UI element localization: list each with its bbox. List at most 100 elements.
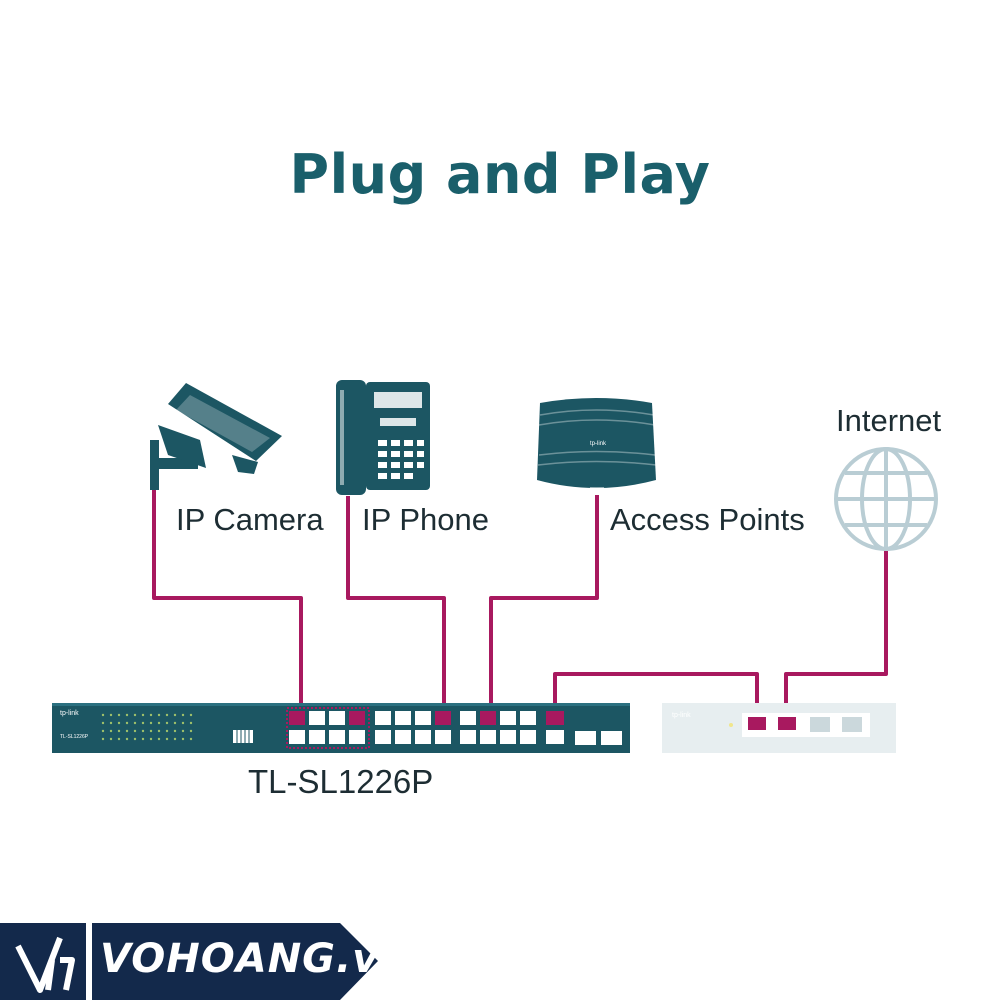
status-led bbox=[181, 729, 185, 733]
globe-icon bbox=[834, 447, 938, 551]
ip-phone-label: IP Phone bbox=[362, 502, 489, 537]
status-led bbox=[141, 729, 145, 733]
switch-port bbox=[415, 730, 431, 744]
status-led bbox=[101, 713, 105, 717]
status-led bbox=[173, 737, 177, 741]
status-led bbox=[101, 737, 105, 741]
status-led bbox=[117, 729, 121, 733]
poe-port-highlight bbox=[286, 707, 370, 749]
status-led bbox=[157, 721, 161, 725]
switch-port bbox=[480, 711, 496, 725]
status-led bbox=[149, 737, 153, 741]
watermark-text: VOHOANG.vn bbox=[100, 936, 409, 982]
status-leds bbox=[101, 713, 193, 741]
status-led bbox=[117, 721, 121, 725]
status-led bbox=[133, 737, 137, 741]
status-led bbox=[109, 721, 113, 725]
status-led bbox=[181, 737, 185, 741]
switch-port bbox=[435, 711, 451, 725]
cable-access-point bbox=[489, 495, 599, 717]
status-led bbox=[149, 721, 153, 725]
switch-port bbox=[435, 730, 451, 744]
ceiling-access-point-icon: tp-link bbox=[537, 398, 657, 492]
cctv-camera-icon bbox=[150, 383, 282, 490]
switch-port bbox=[289, 730, 305, 744]
internet-label: Internet bbox=[836, 403, 942, 438]
status-led bbox=[165, 729, 169, 733]
switch-port bbox=[460, 730, 476, 744]
status-led bbox=[125, 713, 129, 717]
ap-brand-logo: tp-link bbox=[590, 441, 607, 447]
status-led bbox=[133, 729, 137, 733]
switch-port bbox=[375, 730, 391, 744]
status-led bbox=[117, 713, 121, 717]
status-led bbox=[189, 721, 193, 725]
sfp-slot bbox=[575, 731, 596, 745]
switch-port bbox=[395, 711, 411, 725]
status-led bbox=[189, 729, 193, 733]
sfp-slot bbox=[601, 731, 622, 745]
status-led bbox=[173, 713, 177, 717]
status-led bbox=[133, 713, 137, 717]
switch-port bbox=[546, 730, 564, 744]
switch-port bbox=[349, 711, 365, 725]
switch-model-label: TL-SL1226P bbox=[248, 763, 434, 800]
ip-camera-label: IP Camera bbox=[176, 502, 324, 537]
router-device: tp-link bbox=[662, 703, 896, 753]
status-led bbox=[157, 729, 161, 733]
switch-model-small: TL-SL1226P bbox=[60, 734, 89, 740]
status-led bbox=[149, 713, 153, 717]
cable-phone bbox=[346, 496, 446, 717]
watermark-logo-icon bbox=[15, 936, 75, 993]
status-led bbox=[157, 713, 161, 717]
switch-port bbox=[480, 730, 496, 744]
switch-port bbox=[520, 730, 536, 744]
status-led bbox=[189, 737, 193, 741]
switch-port bbox=[500, 711, 516, 725]
status-led bbox=[165, 713, 169, 717]
switch-port bbox=[395, 730, 411, 744]
router-brand-logo: tp-link bbox=[672, 712, 691, 719]
switch-device: tp-link TL-SL1226P bbox=[52, 703, 630, 753]
status-led bbox=[117, 737, 121, 741]
switch-port bbox=[309, 730, 325, 744]
switch-ports bbox=[289, 711, 622, 745]
status-led bbox=[141, 713, 145, 717]
status-led bbox=[181, 713, 185, 717]
switch-port bbox=[309, 711, 325, 725]
switch-port bbox=[520, 711, 536, 725]
status-led bbox=[141, 721, 145, 725]
status-led bbox=[109, 729, 113, 733]
status-led bbox=[173, 721, 177, 725]
status-led bbox=[141, 737, 145, 741]
cable-switch-router bbox=[553, 672, 759, 717]
status-led bbox=[181, 721, 185, 725]
access-points-label: Access Points bbox=[610, 502, 805, 537]
switch-port bbox=[329, 730, 345, 744]
switch-port bbox=[289, 711, 305, 725]
status-led bbox=[109, 737, 113, 741]
status-led bbox=[101, 721, 105, 725]
status-led bbox=[149, 729, 153, 733]
page-title: Plug and Play bbox=[289, 143, 711, 206]
status-led bbox=[125, 721, 129, 725]
status-led bbox=[109, 713, 113, 717]
status-led bbox=[101, 729, 105, 733]
status-led bbox=[173, 729, 177, 733]
status-led bbox=[157, 737, 161, 741]
status-led bbox=[165, 737, 169, 741]
switch-port bbox=[415, 711, 431, 725]
status-led bbox=[133, 721, 137, 725]
cable-camera bbox=[152, 490, 303, 717]
switch-port bbox=[349, 730, 365, 744]
cable-internet bbox=[784, 548, 888, 717]
watermark-banner bbox=[0, 923, 378, 1000]
switch-port bbox=[375, 711, 391, 725]
desk-phone-icon bbox=[336, 380, 430, 495]
switch-port bbox=[546, 711, 564, 725]
cables bbox=[152, 490, 888, 717]
status-led bbox=[165, 721, 169, 725]
status-led bbox=[125, 737, 129, 741]
switch-port bbox=[460, 711, 476, 725]
